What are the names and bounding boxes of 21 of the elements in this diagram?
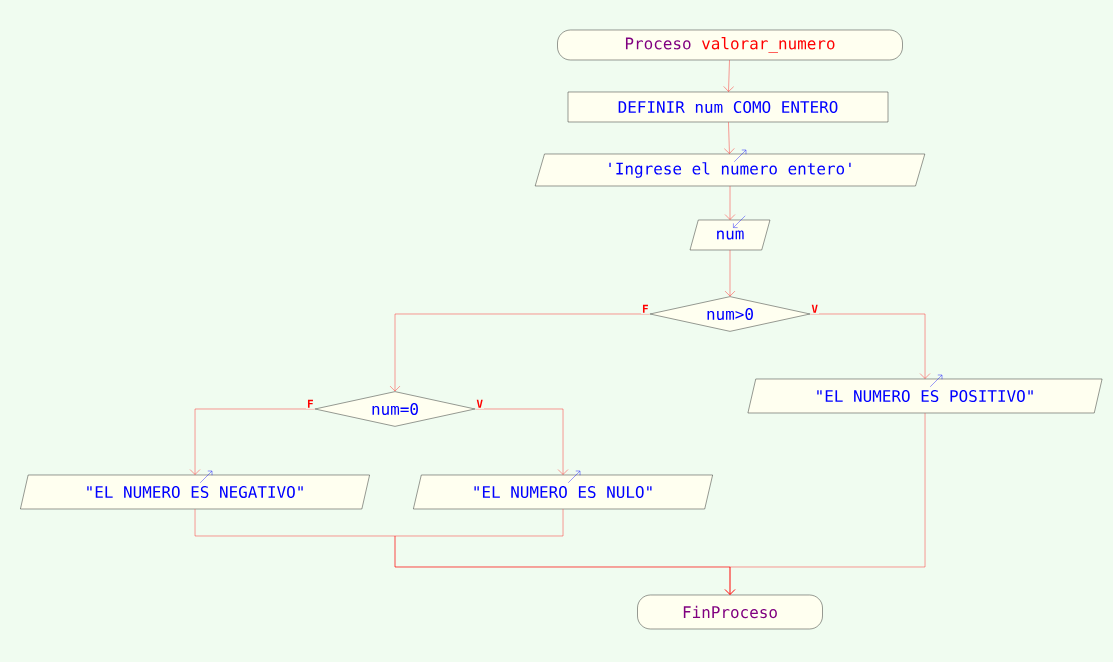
process-box: DEFINIR num COMO ENTERO [567, 91, 889, 123]
arrow [810, 313, 931, 379]
arrow [389, 313, 650, 392]
arrow [724, 122, 735, 154]
arrow [724, 250, 736, 297]
output-parallelogram: "EL NUMERO ES POSITIVO" [747, 374, 1103, 414]
arrow [724, 186, 736, 220]
arrow [724, 413, 926, 595]
start-terminal: Proceso valorar_numero [557, 29, 903, 61]
edge-label: V [810, 303, 819, 314]
output-parallelogram: "EL NUMERO ES NEGATIVO" [20, 470, 370, 510]
output-parallelogram: "EL NUMERO ES NULO" [413, 470, 713, 510]
input-parallelogram: num [689, 215, 771, 251]
edge-label: V [475, 398, 484, 409]
output-parallelogram: 'Ingrese el numero entero' [534, 149, 926, 187]
arrow [723, 60, 734, 92]
end-terminal: FinProceso [637, 594, 823, 630]
edge-label: F [641, 303, 650, 314]
arrow [189, 408, 315, 475]
arrow [475, 408, 569, 475]
edge-label: F [306, 398, 315, 409]
